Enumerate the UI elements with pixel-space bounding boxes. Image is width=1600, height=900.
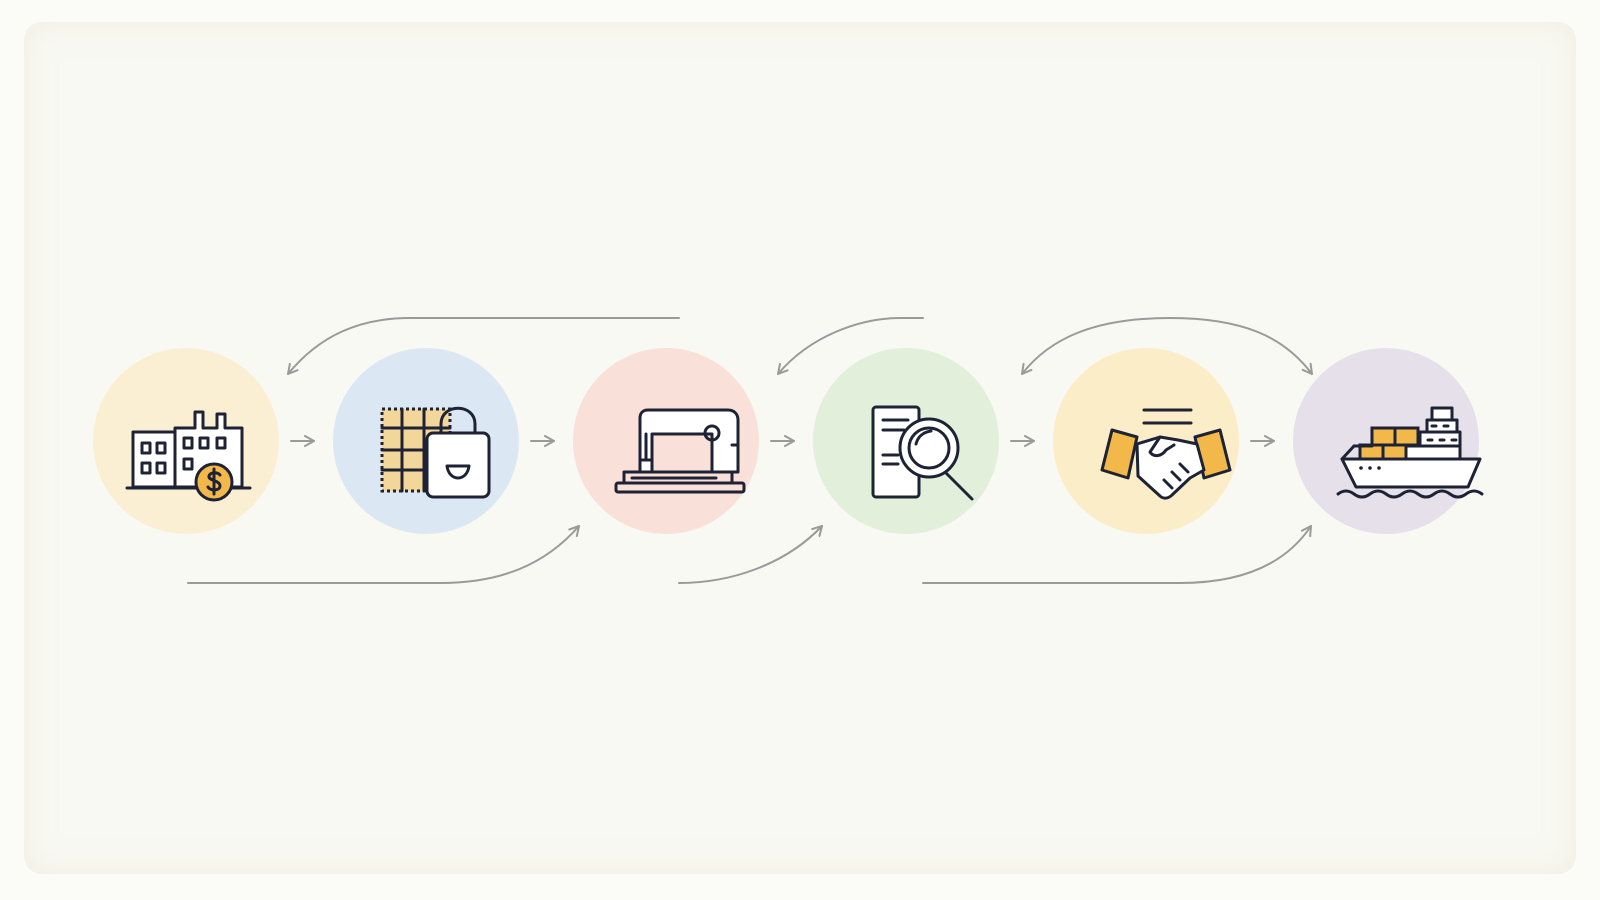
forward-arrow-deal-to-shipping [1169, 317, 1313, 375]
return-arrow-inspection-to-sewing [777, 317, 924, 375]
bypass-arrow-sewing-to-inspection [678, 525, 823, 584]
sewing-machine-icon [614, 408, 746, 494]
return-arrow-sewing-to-factory [287, 317, 680, 375]
cargo-ship-icon [1336, 406, 1484, 499]
document-magnifier-icon [871, 405, 974, 501]
stage-circle-sewing [573, 348, 759, 534]
bypass-arrow-factory-to-sewing [187, 525, 580, 584]
factory-with-dollar-icon [125, 410, 252, 502]
return-arrow-shipping-to-deal [1021, 317, 1171, 375]
fabric-and-bag-icon [380, 406, 491, 499]
bypass-arrow-inspection-to-shipping [922, 525, 1312, 584]
handshake-icon [1100, 408, 1232, 500]
